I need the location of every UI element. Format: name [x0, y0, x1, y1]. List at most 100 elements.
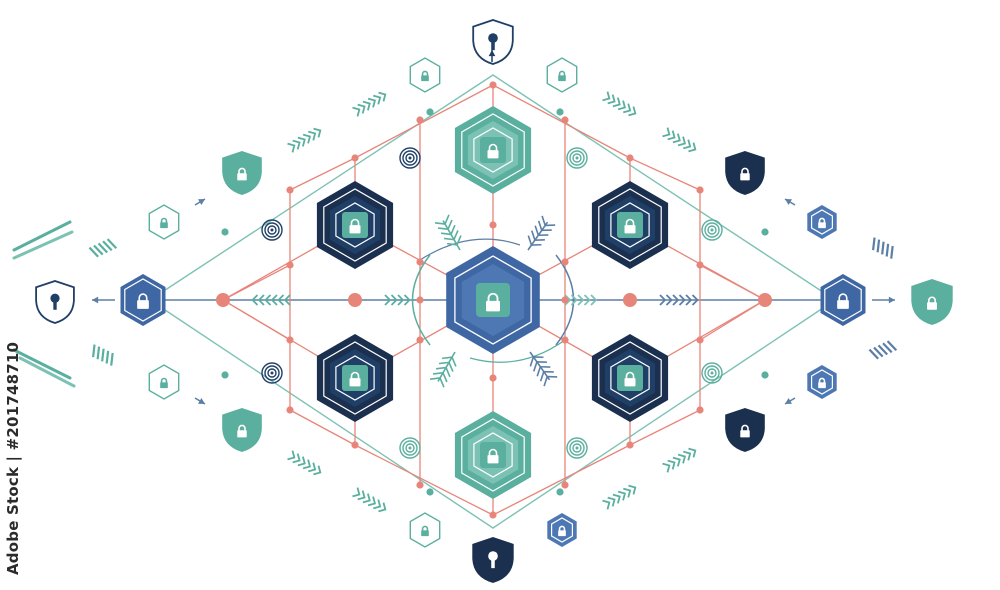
network-node: [426, 488, 434, 496]
hexagon-icon: [591, 181, 669, 269]
network-node: [556, 108, 564, 116]
hexagon-icon: [316, 181, 394, 269]
network-node: [426, 108, 434, 116]
chevron-arrow-icon: [602, 484, 637, 510]
network-node: [561, 258, 569, 266]
padlock-icon: [487, 143, 499, 159]
shield-lock-icon: [911, 279, 953, 325]
leaf-icon: [527, 215, 556, 251]
network-node: [416, 336, 424, 344]
network-nodes: [216, 81, 772, 519]
chevron-arrow-icon: [251, 294, 291, 306]
hexagon-icon: [454, 106, 532, 194]
hexagon-icon: [591, 334, 669, 422]
chevron-arrow-icon: [352, 91, 387, 117]
network-node: [489, 81, 497, 89]
hexagon-icon: [120, 274, 166, 326]
chevron-arrow-icon: [564, 294, 598, 306]
network-node: [286, 336, 294, 344]
network-node: [489, 221, 497, 229]
network-node: [416, 116, 424, 124]
chevron-arrow-icon: [662, 127, 697, 153]
hexagon-nodes: [120, 57, 866, 548]
padlock-icon: [740, 424, 750, 438]
hexagon-icon: [409, 57, 441, 93]
dash-marks: [88, 238, 118, 258]
network-hub: [348, 293, 362, 307]
leaf-icon: [529, 351, 558, 387]
network-node: [561, 481, 569, 489]
direction-arrow: [784, 198, 796, 206]
shield-lock-icon: [222, 151, 262, 195]
network-node: [696, 261, 704, 269]
direction-arrow: [872, 296, 895, 304]
padlock-icon: [349, 371, 361, 387]
hexagon-icon: [546, 57, 578, 93]
network-node: [556, 488, 564, 496]
chevron-arrow-icon: [659, 294, 699, 306]
network-node: [351, 441, 359, 449]
network-hub: [623, 293, 637, 307]
hexagon-icon: [807, 365, 837, 399]
padlock-icon: [624, 218, 636, 234]
shield-lock-icon: [222, 408, 262, 452]
network-node: [761, 228, 769, 236]
padlock-icon: [137, 293, 149, 309]
leaf-decorations: [429, 214, 558, 388]
padlock-icon: [421, 70, 429, 82]
network-node: [696, 406, 704, 414]
fingerprint-icon: [566, 147, 588, 169]
hexagon-icon: [547, 513, 577, 547]
padlock-icon: [558, 70, 566, 82]
padlock-icon: [927, 296, 937, 310]
hexagon-icon: [807, 205, 837, 239]
hexagon-icon: [148, 204, 180, 240]
fingerprint-icon: [701, 362, 723, 384]
padlock-icon: [421, 525, 429, 537]
shield-lock-icon: [725, 408, 765, 452]
chevron-arrow-icon: [287, 127, 322, 153]
padlock-icon: [818, 377, 826, 389]
dash-marks: [871, 237, 894, 259]
padlock-icon: [558, 525, 566, 537]
chevron-arrow-icon: [662, 447, 697, 473]
stock-watermark-text: Adobe Stock | #201748710: [4, 341, 22, 575]
fingerprint-icon: [399, 437, 421, 459]
network-node: [286, 186, 294, 194]
padlock-icon: [160, 217, 168, 229]
chevron-arrow-icon: [287, 450, 322, 476]
network-node: [286, 261, 294, 269]
direction-arrows: [92, 50, 895, 405]
padlock-icon: [237, 167, 247, 181]
orbit-curves: [411, 238, 575, 363]
network-hub: [758, 293, 772, 307]
chevron-arrow-icon: [352, 487, 387, 513]
network-hub: [216, 293, 230, 307]
direction-arrow: [92, 296, 115, 304]
fingerprint-icon: [261, 362, 283, 384]
network-node: [626, 441, 634, 449]
network-node: [416, 296, 424, 304]
network-node: [489, 374, 497, 382]
direction-arrow: [194, 397, 206, 405]
shield-lock-icon: [725, 151, 765, 195]
chevron-arrow-icon: [602, 91, 637, 117]
fingerprint-icon: [701, 219, 723, 241]
dash-marks: [91, 344, 114, 366]
dash-marks: [868, 340, 898, 360]
chevron-arrow-icon: [384, 294, 411, 306]
shield-keyhole-icon: [35, 280, 75, 324]
leaf-icon: [434, 214, 462, 251]
network-node: [221, 228, 229, 236]
shield-icons: [35, 19, 953, 583]
network-node: [626, 154, 634, 162]
padlock-icon: [349, 218, 361, 234]
shield-keyhole-icon: [472, 537, 514, 583]
direction-arrow: [488, 50, 496, 62]
fingerprint-icons: [261, 147, 723, 459]
padlock-icon: [740, 167, 750, 181]
fingerprint-icon: [399, 147, 421, 169]
hexagon-icon: [148, 364, 180, 400]
